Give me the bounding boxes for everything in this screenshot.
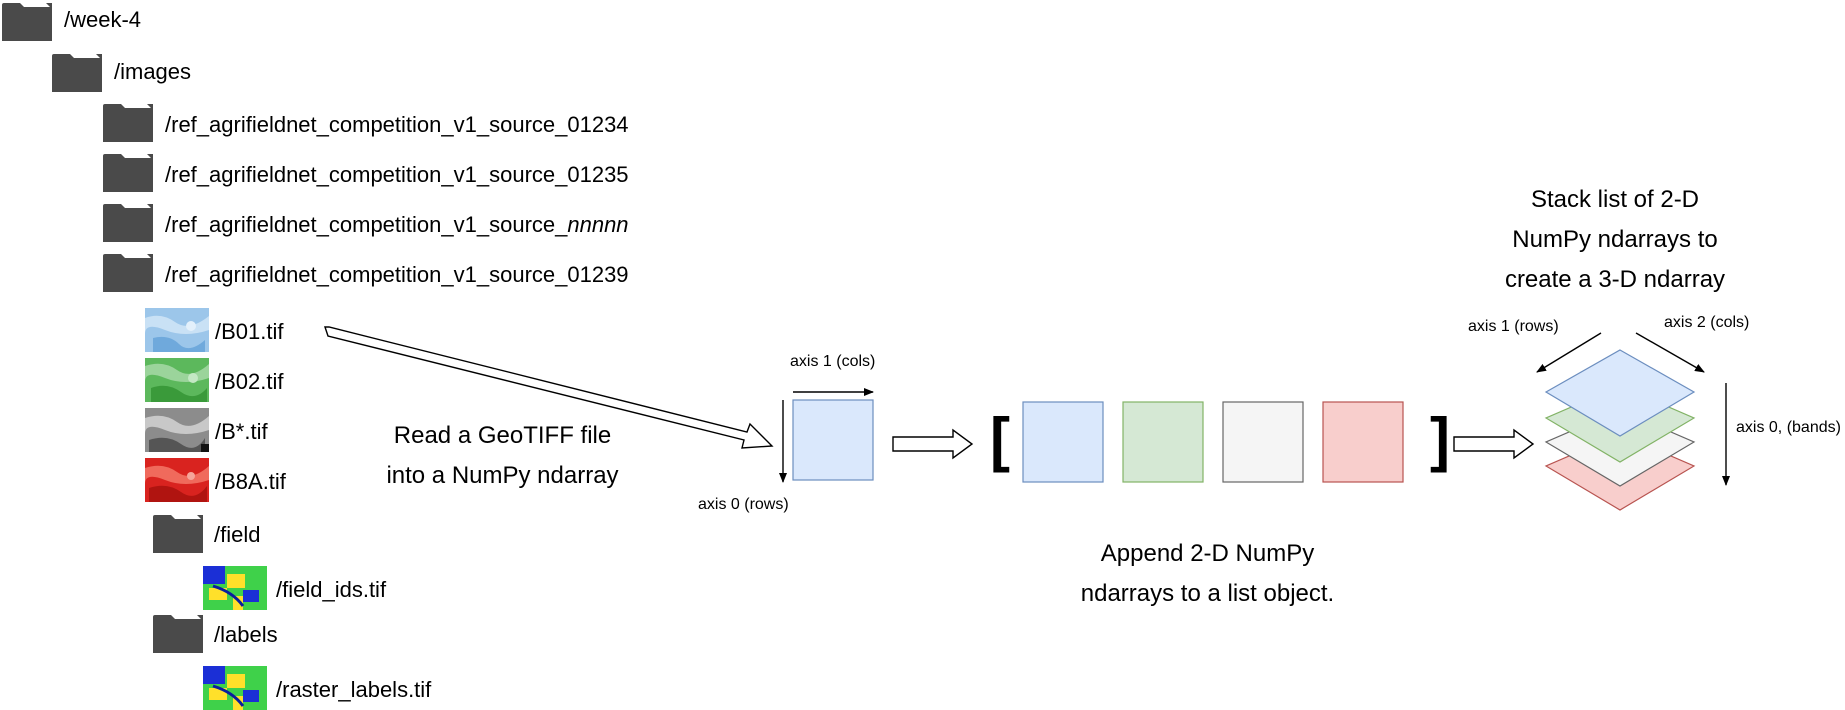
read-caption-line: Read a GeoTIFF file — [393, 422, 612, 449]
source-italic-suffix: nnnnn — [567, 212, 629, 237]
list-array-green — [1122, 401, 1204, 483]
stack-axis-bands-label: axis 0, (bands) — [1736, 419, 1841, 436]
read-caption-line: into a NumPy ndarray — [386, 462, 619, 489]
file-b8a-label[interactable]: /B8A.tif — [215, 469, 286, 494]
list-open-bracket: [ — [990, 406, 1010, 473]
file-field-ids-label[interactable]: /field_ids.tif — [276, 577, 387, 602]
tree-source-01239-label[interactable]: /ref_agrifieldnet_competition_v1_source_… — [165, 262, 629, 287]
b8a-thumbnail-image — [145, 458, 209, 502]
bstar-thumbnail-image — [145, 408, 209, 452]
stack-caption-line: Stack list of 2-D — [1530, 186, 1700, 213]
b01-thumbnail-image — [145, 308, 209, 352]
tree-images-label[interactable]: /images — [114, 59, 192, 84]
to-list-arrow — [892, 428, 974, 460]
stack-caption: Stack list of 2-D NumPy ndarrays to crea… — [1480, 180, 1750, 300]
append-caption-line: Append 2-D NumPy — [1100, 540, 1315, 567]
tree-source-nnnnn-label[interactable]: /ref_agrifieldnet_competition_v1_source_… — [165, 214, 629, 236]
append-caption-line: ndarrays to a list object. — [1080, 580, 1335, 607]
b02-thumbnail-image — [145, 358, 209, 402]
stack-axis-cols-arrow — [1635, 332, 1705, 373]
list-array-red — [1322, 401, 1404, 483]
field-ids-thumbnail-image — [203, 566, 267, 610]
single-axis-rows-label: axis 0 (rows) — [698, 496, 789, 513]
stack-layer-blue — [1544, 349, 1696, 437]
stack-axis-rows-arrow — [1536, 332, 1602, 373]
tree-source-01235-label[interactable]: /ref_agrifieldnet_competition_v1_source_… — [165, 162, 629, 187]
file-b02-label[interactable]: /B02.tif — [215, 369, 284, 394]
file-bstar-label[interactable]: /B*.tif — [215, 419, 268, 444]
file-b01-label[interactable]: /B01.tif — [215, 319, 284, 344]
stack-caption-line: create a 3-D ndarray — [1504, 266, 1726, 293]
raster-labels-thumbnail-image — [203, 666, 267, 710]
stack-axis-cols-label: axis 2 (cols) — [1664, 314, 1750, 331]
append-caption: Append 2-D NumPy ndarrays to a list obje… — [1040, 534, 1375, 614]
stack-caption-line: NumPy ndarrays to — [1512, 226, 1718, 253]
tree-labels-label[interactable]: /labels — [214, 622, 278, 647]
stack-axis-rows-label: axis 1 (rows) — [1468, 318, 1559, 335]
single-axis-cols-label: axis 1 (cols) — [790, 353, 876, 370]
tree-source-01234-label[interactable]: /ref_agrifieldnet_competition_v1_source_… — [165, 112, 629, 137]
tree-field-label[interactable]: /field — [214, 522, 261, 547]
list-array-blue — [1022, 401, 1104, 483]
source-prefix: /ref_agrifieldnet_competition_v1_source_ — [165, 212, 568, 237]
read-arrow — [324, 326, 774, 449]
read-caption: Read a GeoTIFF file into a NumPy ndarray — [360, 416, 645, 496]
file-raster-labels-label[interactable]: /raster_labels.tif — [276, 677, 432, 702]
list-array-gray — [1222, 401, 1304, 483]
tree-root-label[interactable]: /week-4 — [64, 7, 142, 32]
single-array — [792, 399, 874, 481]
list-close-bracket: ] — [1430, 406, 1450, 473]
to-stack-arrow — [1453, 428, 1535, 460]
